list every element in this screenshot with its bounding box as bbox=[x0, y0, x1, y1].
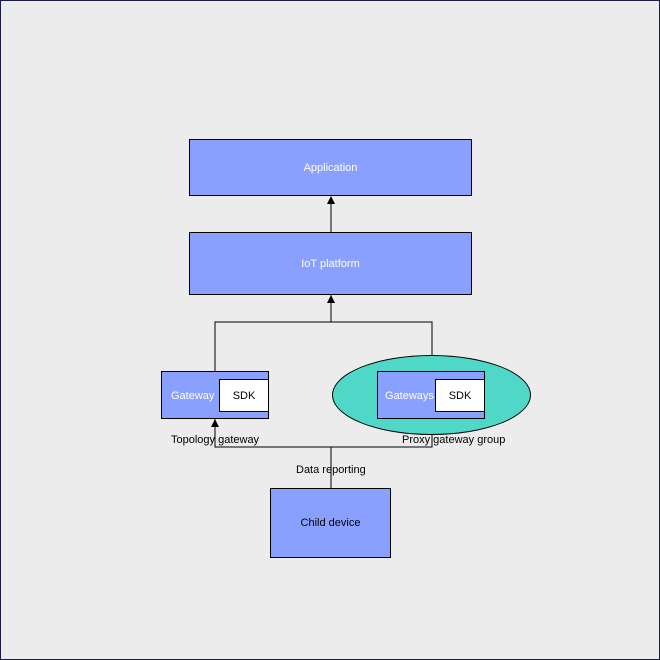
application-label: Application bbox=[303, 161, 358, 174]
proxy-gateway-group-caption: Proxy gateway group bbox=[402, 434, 506, 446]
child-device-box: Child device bbox=[270, 488, 391, 558]
child-device-label: Child device bbox=[300, 517, 361, 529]
gateway-sdk-label: SDK bbox=[232, 389, 256, 402]
connector-gateway-to-iot bbox=[214, 295, 332, 371]
iot-platform-box: IoT platform bbox=[189, 232, 472, 295]
gateway-label: Gateway bbox=[171, 390, 215, 402]
gateways-sdk-label: SDK bbox=[448, 389, 472, 402]
gateways-sdk-box: SDK bbox=[435, 379, 485, 412]
application-box: Application bbox=[189, 139, 472, 196]
data-reporting-caption: Data reporting bbox=[296, 464, 366, 476]
gateways-label: Gateways bbox=[385, 390, 434, 402]
gateway-sdk-box: SDK bbox=[219, 379, 269, 412]
topology-gateway-caption: Topology gateway bbox=[171, 434, 260, 446]
connector-bus-to-gateway bbox=[214, 419, 331, 448]
iot-platform-label: IoT platform bbox=[301, 257, 360, 270]
